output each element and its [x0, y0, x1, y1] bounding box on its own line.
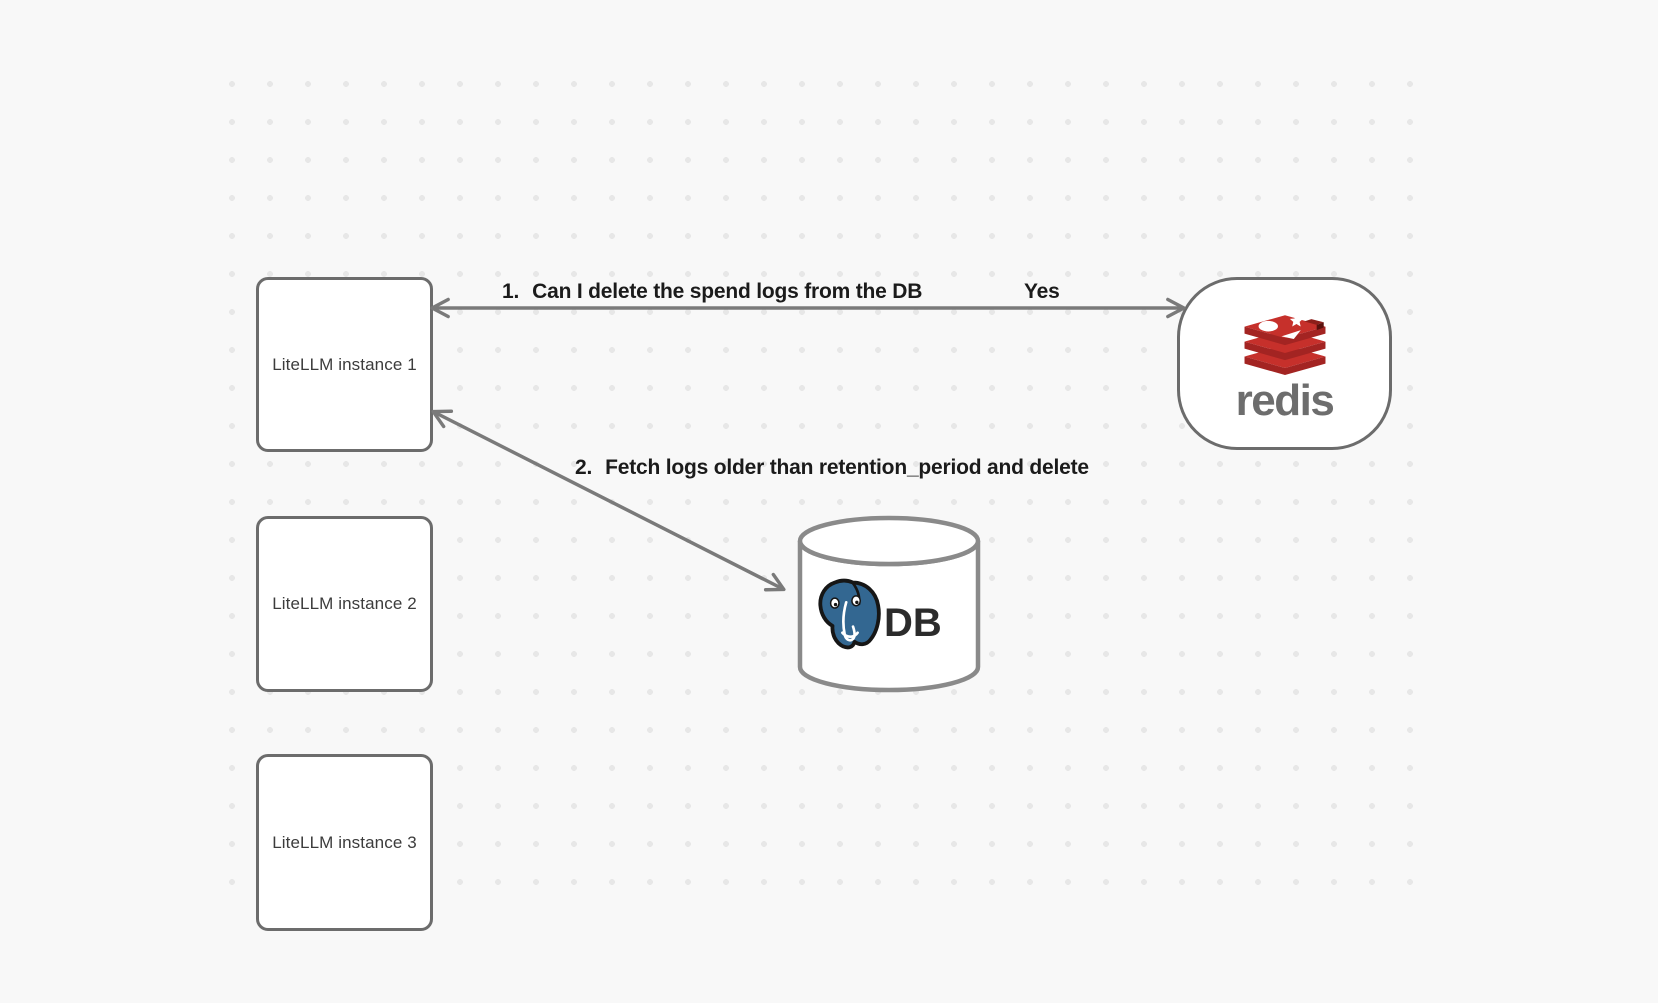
edge-1-text: Can I delete the spend logs from the DB — [532, 280, 923, 303]
redis-node: redis — [1177, 277, 1392, 450]
edge-1-number: 1. — [502, 280, 520, 303]
redis-icon — [1244, 314, 1325, 376]
db-label: DB — [884, 601, 942, 645]
edge-2-number: 2. — [575, 456, 593, 479]
litellm-instance-1-label: LiteLLM instance 1 — [272, 354, 417, 374]
litellm-instance-3-node: LiteLLM instance 3 — [256, 754, 433, 931]
litellm-instance-2-node: LiteLLM instance 2 — [256, 516, 433, 692]
db-cylinder-top — [797, 515, 981, 567]
postgres-db-node: DB — [797, 515, 981, 693]
edge-2-arrow — [431, 409, 786, 592]
edge-1-label: 1. Can I delete the spend logs from the … — [502, 279, 922, 305]
litellm-instance-3-label: LiteLLM instance 3 — [272, 832, 417, 852]
edge-2-label: 2. Fetch logs older than retention_perio… — [575, 455, 1089, 481]
litellm-instance-2-label: LiteLLM instance 2 — [272, 594, 417, 613]
edge-1-response-label: Yes — [1024, 279, 1060, 305]
edge-1-response-text: Yes — [1024, 280, 1060, 303]
litellm-instance-1-node: LiteLLM instance 1 — [256, 277, 433, 452]
edge-2-text: Fetch logs older than retention_period a… — [605, 456, 1089, 479]
postgres-elephant-icon — [818, 578, 881, 650]
redis-wordmark: redis — [1235, 376, 1335, 425]
